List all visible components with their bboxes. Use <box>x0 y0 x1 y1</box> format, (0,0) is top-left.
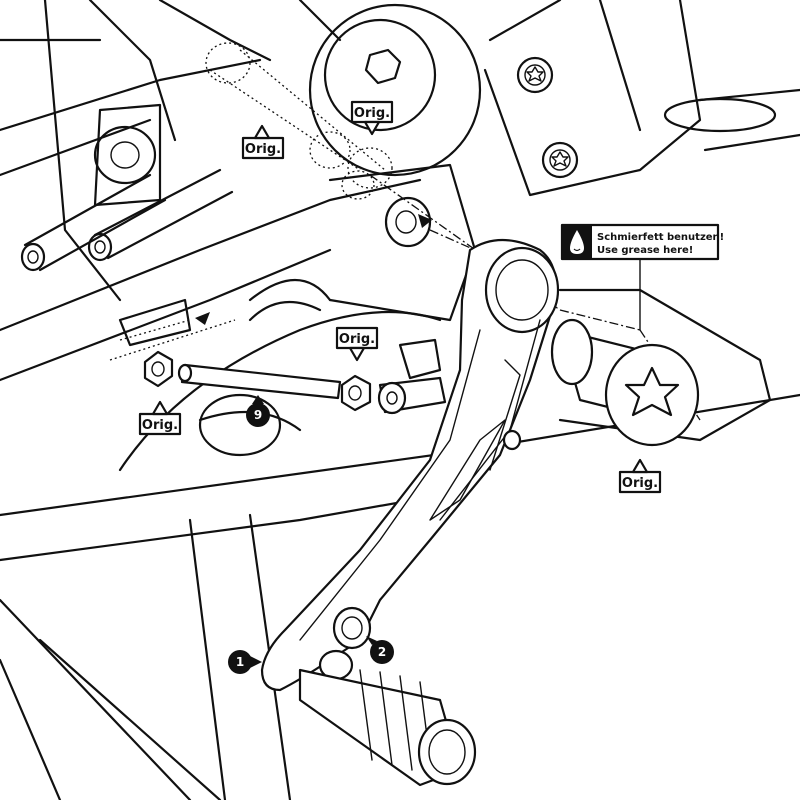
part-marker-9: 9 <box>246 395 270 427</box>
hex-nut-left <box>143 350 174 388</box>
svg-text:Orig.: Orig. <box>142 418 178 433</box>
torx-star-icon <box>624 366 680 417</box>
grease-note: Schmierfett benutzen! Use grease here! <box>560 223 724 261</box>
part-marker-2: 2 <box>366 636 394 664</box>
grease-drop-icon <box>570 230 584 254</box>
svg-text:Orig.: Orig. <box>245 142 281 157</box>
orig-tag-bolt: Orig. <box>618 458 662 494</box>
svg-text:2: 2 <box>378 645 386 659</box>
svg-text:Orig.: Orig. <box>339 332 375 347</box>
part-marker-1: 1 <box>228 650 262 674</box>
torx-bolt-upper <box>516 56 554 94</box>
hex-nut-right <box>340 374 372 412</box>
svg-text:Schmierfett benutzen!: Schmierfett benutzen! <box>597 232 724 243</box>
svg-text:1: 1 <box>236 655 244 669</box>
svg-text:Orig.: Orig. <box>354 106 390 121</box>
orig-tag-left-nut: Orig. <box>138 400 182 436</box>
torx-bolt-lower <box>541 141 579 179</box>
shift-lever-part-1 <box>260 239 560 787</box>
svg-text:Use grease here!: Use grease here! <box>597 245 693 256</box>
orig-tag-top: Orig. <box>241 124 285 160</box>
rod-end-bearing <box>377 376 447 415</box>
orig-tag-right-nut: Orig. <box>335 326 379 362</box>
pivot-bolt <box>550 229 700 447</box>
shift-rod-part-9 <box>143 350 447 415</box>
svg-text:Orig.: Orig. <box>622 476 658 491</box>
svg-text:9: 9 <box>254 408 262 422</box>
orig-tag-center: Orig. <box>350 100 394 136</box>
